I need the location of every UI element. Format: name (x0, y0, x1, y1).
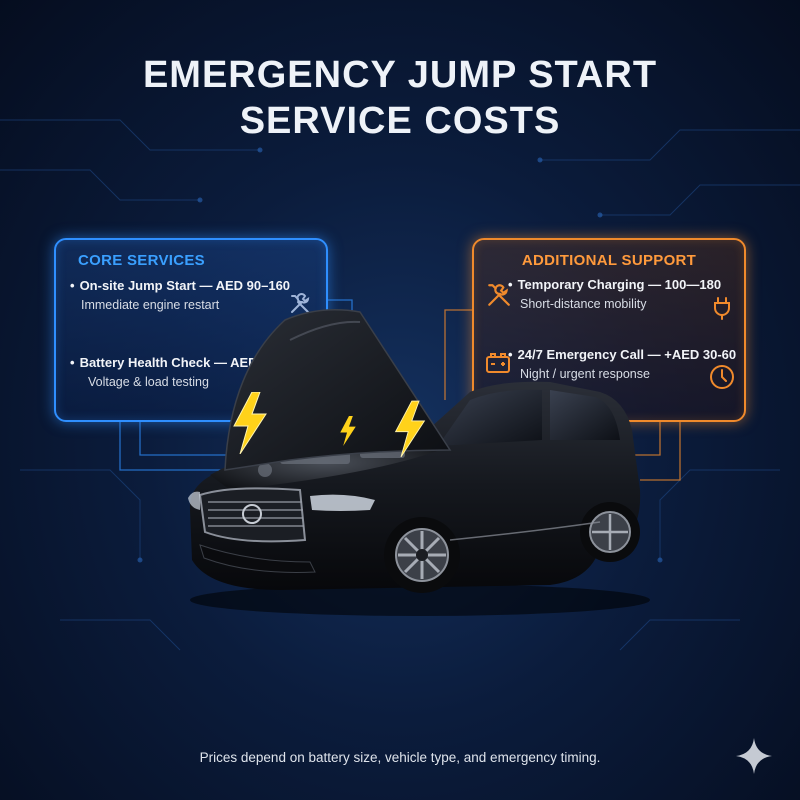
clock-icon (710, 365, 734, 389)
core-item-jump-start: On-site Jump Start — AED 90–160 (70, 278, 290, 293)
core-services-heading: CORE SERVICES (78, 252, 205, 269)
additional-item-emergency-call-desc: Night / urgent response (520, 367, 650, 381)
car-illustration (188, 309, 650, 616)
lightning-icon (394, 400, 426, 458)
page-title: EMERGENCY JUMP START SERVICE COSTS (0, 52, 800, 144)
title-line-1: EMERGENCY JUMP START (142, 54, 658, 96)
core-item-battery-check: Battery Health Check — AED (70, 355, 258, 370)
additional-item-charging: Temporary Charging — 100—180 (508, 277, 722, 292)
plug-icon (714, 297, 730, 320)
title-line-2: SERVICE COSTS (239, 100, 561, 142)
additional-support-heading: ADDITIONAL SUPPORT (521, 252, 697, 269)
lightning-icon (340, 416, 356, 446)
additional-item-charging-desc: Short-distance mobility (520, 297, 647, 311)
sparkle-icon (736, 738, 772, 774)
battery-icon (486, 353, 510, 373)
core-item-jump-start-desc: Immediate engine restart (81, 298, 220, 312)
wrench-screwdriver-icon (488, 284, 510, 306)
footer-note: Prices depend on battery size, vehicle t… (199, 750, 601, 765)
additional-item-emergency-call: 24/7 Emergency Call — +AED 30-60 (508, 347, 737, 362)
core-item-battery-check-desc: Voltage & load testing (88, 375, 209, 389)
tools-icon (291, 293, 310, 313)
lightning-icon (233, 392, 267, 454)
